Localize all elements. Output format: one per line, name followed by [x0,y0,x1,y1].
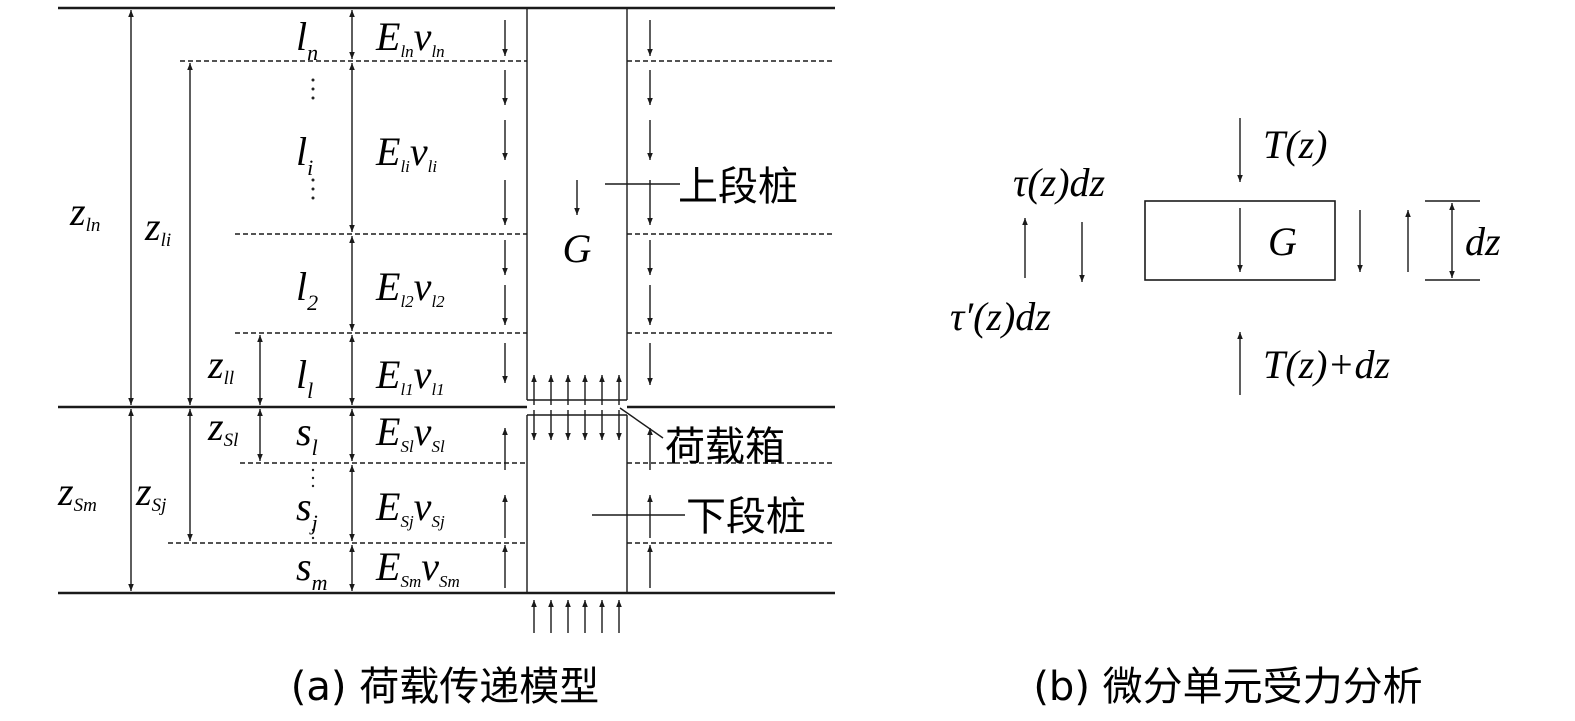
element-height-label: dz [1465,219,1501,264]
load-box-arrows [531,375,622,440]
panel-a: G zln zli zll zSl zSm zSj ln Elnvln li Eliv… [57,6,835,710]
shear-label: τ(z)dz [1013,160,1106,205]
layer-name: sm [296,544,327,595]
bottom-force-label: T(z)+dz [1263,342,1390,387]
load-box-leader [619,407,664,439]
caption-b: (b) 微分单元受力分析 [1033,664,1422,710]
depth-label: zll [207,342,234,389]
depth-label: zSj [135,469,166,516]
top-force-label: T(z) [1263,122,1327,167]
depth-dimensions [128,10,355,591]
depth-label: zln [69,189,100,236]
upper-pile-label: 上段桩 [678,164,798,210]
layer-parameters: ESlvSl [375,409,445,456]
layer-name: ln [296,14,318,65]
lower-pile-label: 下段桩 [686,494,806,540]
layer-parameters: Elivli [375,129,437,176]
load-box-label: 荷载箱 [665,424,785,470]
ellipsis-dots [311,78,315,540]
layer-parameters: ESmvSm [375,544,460,591]
base-resistance-arrows [531,600,622,633]
side-friction-arrows [502,20,653,588]
depth-label: zSl [207,404,238,451]
layer-parameters: ESjvSj [375,484,445,531]
depth-label: zSm [57,469,97,516]
depth-label: zli [144,204,171,251]
layer-name: ll [296,352,313,403]
layer-name: li [296,129,313,180]
layer-parameters: El2vl2 [375,264,445,311]
weight-label: G [563,226,592,271]
panel-b: T(z) T(z)+dz τ(z)dz τ′(z)dz G dz (b) 微分单… [950,118,1501,710]
caption-a: (a) 荷载传递模型 [291,664,599,710]
pile [526,8,628,593]
shear-prime-label: τ′(z)dz [950,294,1051,339]
layer-boundaries [168,60,835,544]
layer-parameters: Elnvln [375,14,445,61]
element-weight-label: G [1268,219,1297,264]
layer-parameters: El1vl1 [375,352,445,399]
differential-element [1144,200,1336,281]
layer-name: l2 [296,264,318,315]
layer-name: sj [296,484,318,535]
layer-name: sl [296,409,318,460]
